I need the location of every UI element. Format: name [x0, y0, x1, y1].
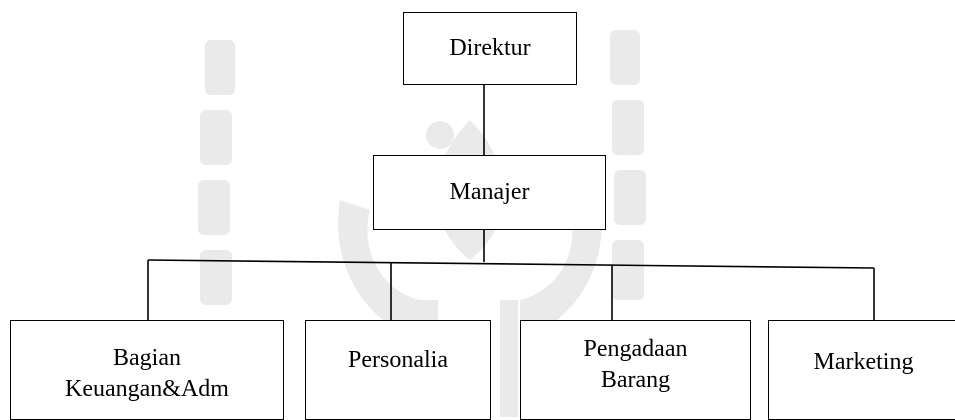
keuangan-adm-box: Bagian Keuangan&Adm: [10, 320, 284, 420]
keuangan-adm-label: Bagian Keuangan&Adm: [65, 345, 229, 402]
personalia-label: Personalia: [348, 347, 448, 373]
pengadaan-barang-box: Pengadaan Barang: [520, 320, 751, 420]
marketing-box: Marketing: [768, 320, 955, 420]
manajer-box: Manajer: [373, 155, 606, 230]
marketing-label: Marketing: [813, 349, 914, 375]
connector-horizontal-bus: [147, 259, 875, 269]
direktur-label: Direktur: [449, 35, 531, 62]
pengadaan-barang-label: Pengadaan Barang: [583, 336, 688, 393]
personalia-box: Personalia: [305, 320, 491, 420]
direktur-box: Direktur: [403, 12, 577, 85]
manajer-label: Manajer: [449, 179, 530, 206]
